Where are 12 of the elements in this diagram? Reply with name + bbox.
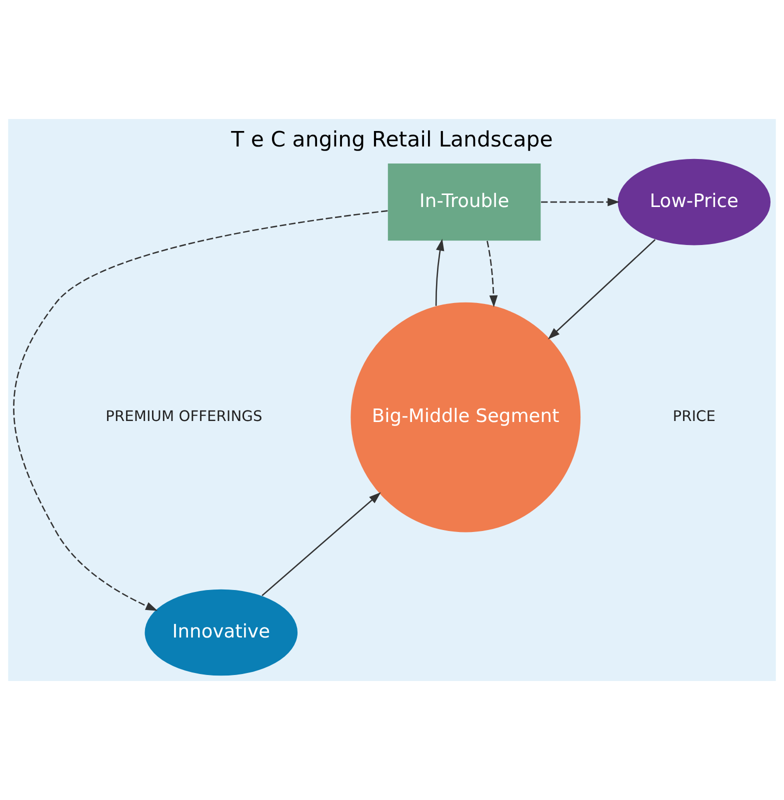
arrow	[435, 238, 444, 306]
node-circle: Big-Middle Segment	[350, 302, 581, 532]
arrow	[13, 210, 388, 611]
arrow	[548, 239, 656, 340]
diagram-title: T e C anging Retail Landscape	[231, 128, 553, 153]
node-ellipse: Low-Price	[618, 158, 771, 246]
label: PREMIUM OFFERINGS	[106, 408, 262, 425]
arrow	[486, 240, 498, 308]
arrow	[262, 492, 381, 596]
node-box: In-Trouble	[388, 164, 541, 241]
arrow	[541, 198, 620, 206]
label: PRICE	[672, 408, 716, 425]
